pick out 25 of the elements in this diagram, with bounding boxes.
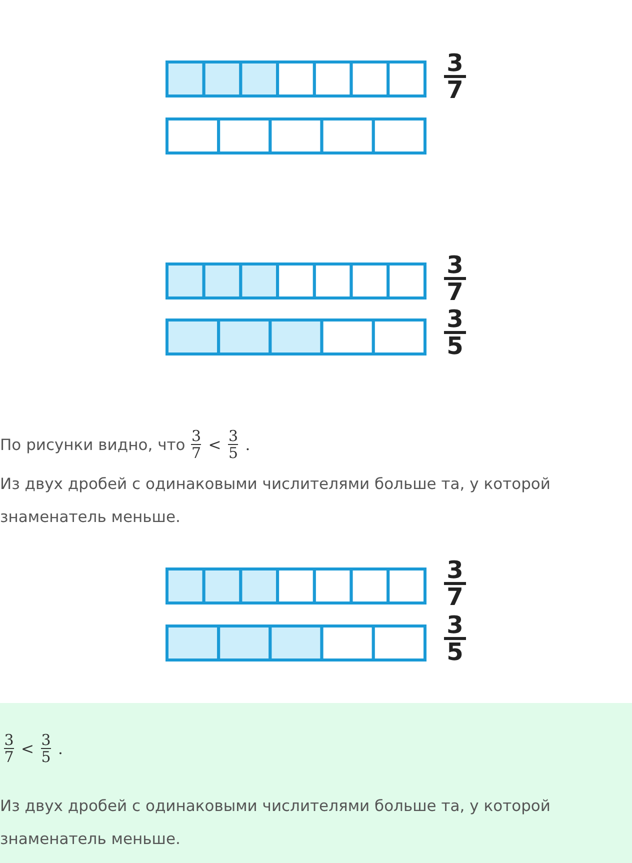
text-paragraph: Из двух дробей с одинаковыми числителями больше та, у которой знаменатель меньше.: [0, 474, 552, 528]
numerator: 3: [446, 308, 464, 330]
period: .: [58, 740, 63, 758]
period: .: [245, 436, 250, 454]
numerator: 3: [228, 428, 238, 444]
numerator: 3: [446, 254, 464, 276]
numerator: 3: [41, 732, 51, 748]
denominator: 7: [446, 79, 464, 101]
comparison-sign: <: [208, 436, 222, 454]
sentence-text: По рисунки видно, что: [0, 436, 186, 454]
numerator: 3: [4, 732, 14, 748]
denominator: 5: [41, 749, 51, 765]
text-paragraph: Из двух дробей с одинаковыми числителями больше та, у которой знаменатель меньше.: [0, 796, 552, 850]
numerator: 3: [446, 559, 464, 581]
denominator: 7: [4, 749, 14, 765]
denominator: 5: [446, 641, 464, 663]
numerator: 3: [191, 428, 202, 444]
denominator: 7: [446, 586, 464, 608]
denominator: 7: [191, 445, 202, 461]
comparison-sign: <: [21, 740, 34, 758]
denominator: 5: [228, 445, 238, 461]
numerator: 3: [446, 614, 464, 636]
denominator: 7: [446, 281, 464, 303]
denominator: 5: [446, 335, 464, 357]
numerator: 3: [446, 52, 464, 74]
